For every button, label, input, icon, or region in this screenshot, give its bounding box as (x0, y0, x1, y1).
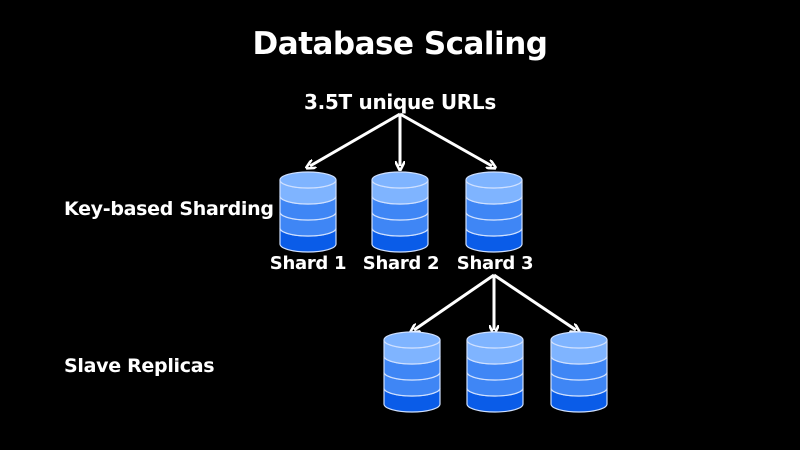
arrow-to-replica-3 (493, 273, 576, 330)
shard-2-label: Shard 2 (362, 253, 440, 274)
shard-to-replica-arrows (414, 273, 576, 330)
shard-3-database-icon (465, 171, 523, 253)
diagram-title: Database Scaling (252, 26, 548, 62)
arrow-to-shard-1 (310, 112, 401, 166)
key-based-sharding-label: Key-based Sharding (64, 198, 274, 220)
arrow-to-replica-1 (414, 273, 495, 330)
shard-2-database-icon (371, 171, 429, 253)
shard-3-label: Shard 3 (456, 253, 534, 274)
slave-replicas-label: Slave Replicas (64, 355, 215, 377)
shard-1-label: Shard 1 (269, 253, 347, 274)
arrow-to-shard-3 (399, 112, 492, 166)
root-to-shard-arrows (310, 112, 492, 166)
replica-1-database-icon (383, 331, 441, 413)
replica-3-database-icon (550, 331, 608, 413)
shard-1-database-icon (279, 171, 337, 253)
replica-2-database-icon (466, 331, 524, 413)
root-node-label: 3.5T unique URLs (304, 90, 496, 114)
